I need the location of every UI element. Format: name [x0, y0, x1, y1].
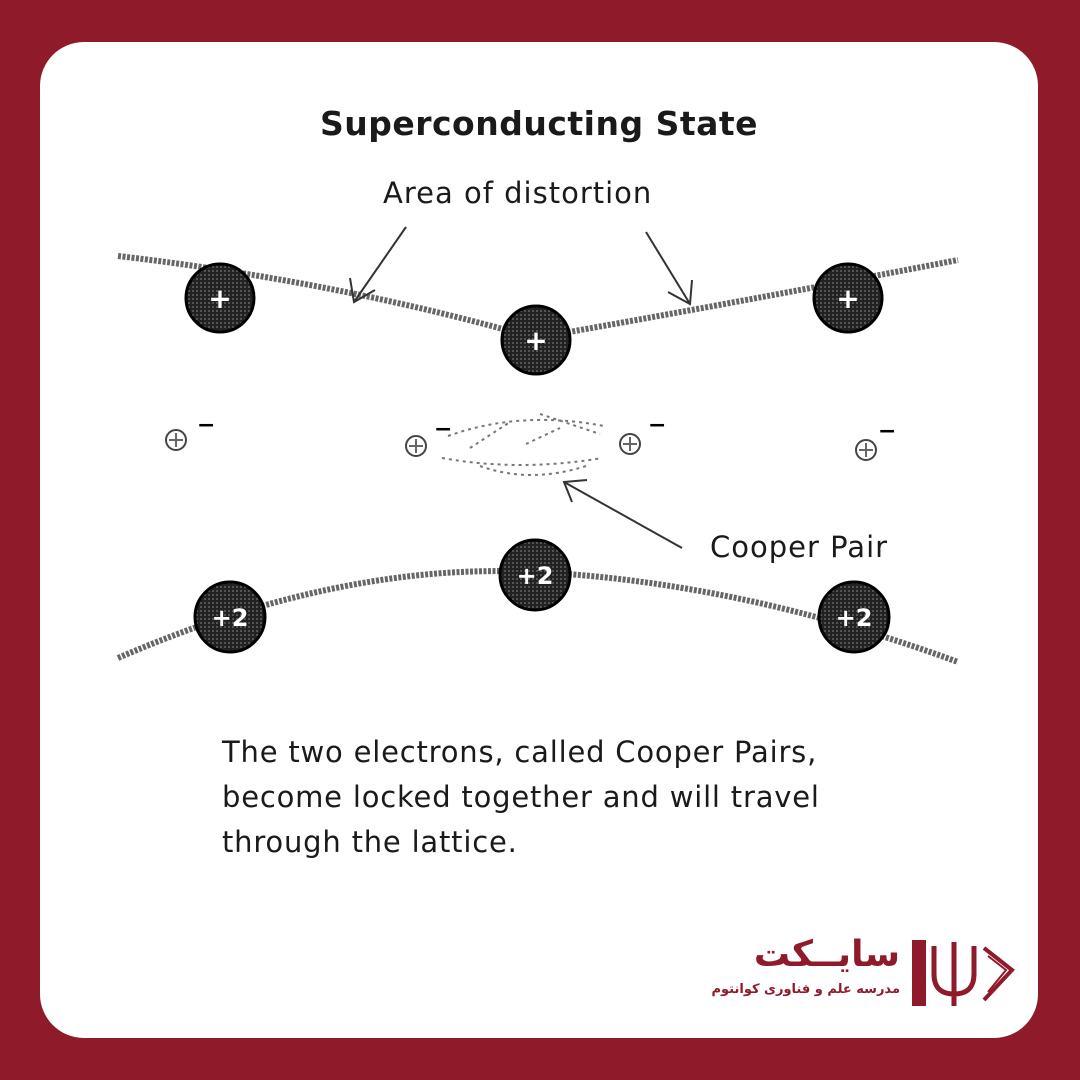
electron-charge: − [878, 419, 896, 444]
electron-right: − [855, 419, 896, 461]
ion-charge-label: +2 [517, 562, 554, 590]
ion-charge-label: + [836, 282, 859, 315]
ion-top-right: + [812, 262, 884, 334]
ion-bottom-right: +2 [817, 580, 891, 654]
ion-bottom-left: +2 [193, 580, 267, 654]
ion-charge-label: +2 [212, 604, 249, 632]
cooper-pair-label: Cooper Pair [710, 530, 889, 564]
electron-left: − [165, 413, 215, 451]
ion-charge-label: + [208, 282, 231, 315]
electron-charge: − [648, 413, 666, 438]
psi-book-icon [912, 940, 1015, 1006]
logo-brand-name: سایــکت [753, 934, 900, 975]
electron-charge: − [434, 417, 452, 442]
ion-top-middle: + [500, 304, 572, 376]
lattice-diagram: + + + − − − − [116, 226, 960, 665]
electron-center-right: − [619, 413, 666, 455]
ion-charge-label: +2 [836, 604, 873, 632]
brand-logo: سایــکت مدرسه علم و فناوری کوانتوم [712, 934, 1020, 1014]
distortion-arrow-left [349, 226, 407, 304]
area-of-distortion-label: Area of distortion [383, 176, 653, 210]
caption-line-3: through the lattice. [222, 825, 518, 859]
cooper-pair-cloud [441, 413, 605, 476]
electron-center-left: − [405, 417, 452, 457]
logo-subtitle: مدرسه علم و فناوری کوانتوم [711, 982, 901, 997]
ion-bottom-middle: +2 [498, 538, 572, 612]
electron-charge: − [197, 413, 215, 438]
diagram-card: Superconducting State Area of distortion… [40, 42, 1038, 1038]
distortion-arrow-right [645, 231, 693, 306]
caption-line-2: become locked together and will travel [222, 780, 820, 814]
diagram-title: Superconducting State [319, 104, 759, 143]
cooper-pair-arrow [562, 479, 683, 549]
ion-top-left: + [184, 262, 256, 334]
ion-charge-label: + [524, 324, 547, 357]
caption: The two electrons, called Cooper Pairs, … [222, 730, 942, 865]
caption-line-1: The two electrons, called Cooper Pairs, [222, 735, 818, 769]
